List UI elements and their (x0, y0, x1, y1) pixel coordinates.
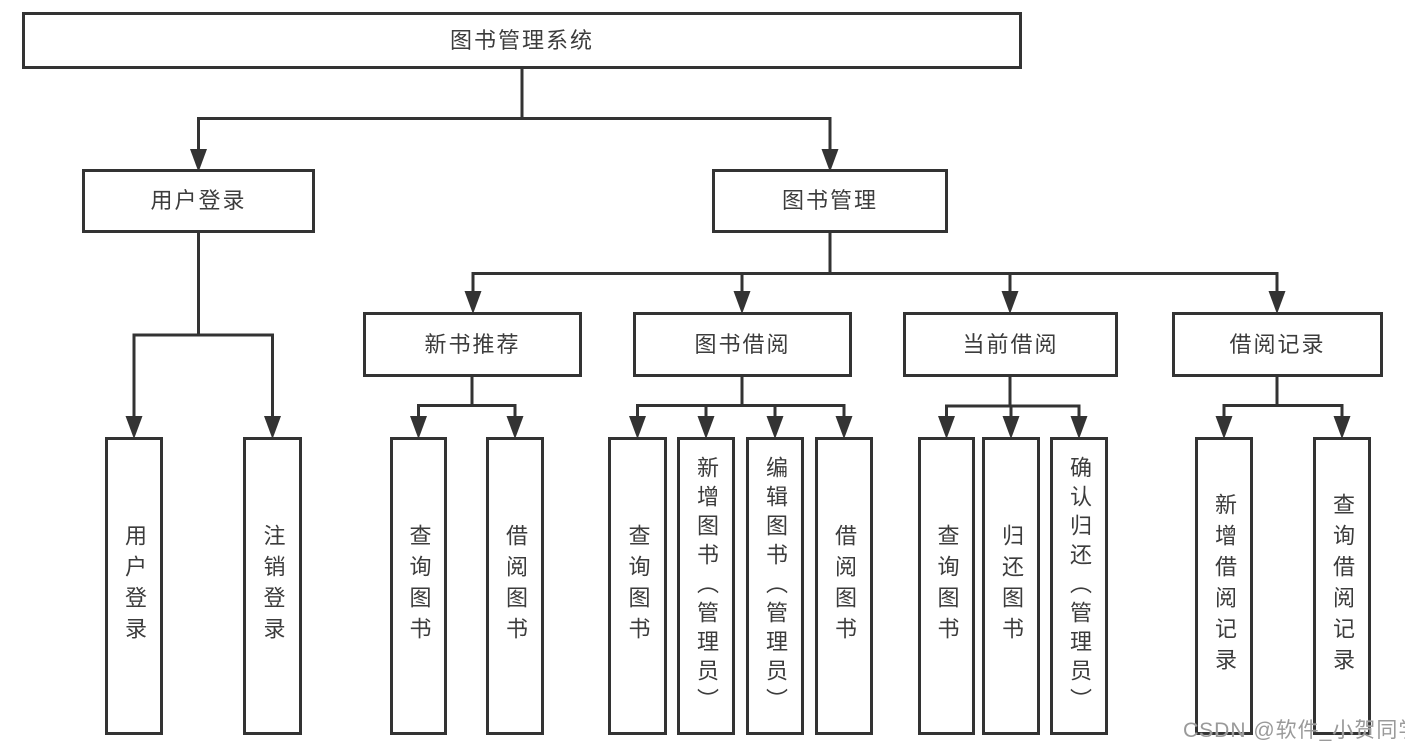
arrow-icon (125, 416, 143, 439)
node-label: 查询图书 (625, 524, 651, 648)
arrow-icon (506, 416, 524, 439)
arrow-icon (766, 416, 784, 439)
node-label: 当前借阅 (962, 331, 1059, 357)
arrow-icon (1070, 416, 1088, 439)
arrow-icon (1001, 291, 1019, 314)
node-label: 新增图书（管理员） (694, 455, 719, 717)
node-label: 新增借阅记录 (1212, 493, 1237, 679)
arrow-icon (1268, 291, 1286, 314)
arrow-icon (697, 416, 715, 439)
node-current-borrow: 当前借阅 (903, 312, 1118, 377)
node-label: 用户登录 (150, 188, 247, 213)
node-label: 查询图书 (934, 524, 960, 648)
arrow-icon (629, 416, 646, 439)
leaf-query-borrow-record: 查询借阅记录 (1313, 437, 1371, 735)
csdn-watermark: CSDN @软件_小贺同学 (1183, 719, 1405, 742)
node-label: 编辑图书（管理员） (763, 455, 788, 717)
leaf-borrow-books-1: 借阅图书 (486, 437, 544, 735)
node-label: 借阅图书 (832, 524, 857, 648)
arrowheads (125, 149, 1351, 439)
node-root-library-system: 图书管理系统 (22, 12, 1022, 69)
leaf-return-books: 归还图书 (982, 437, 1040, 735)
connector-root-to-level2 (197, 67, 832, 153)
arrow-icon (410, 416, 427, 439)
leaf-query-books-3: 查询图书 (918, 437, 975, 735)
node-label: 查询图书 (406, 524, 432, 648)
node-label: 查询借阅记录 (1330, 493, 1355, 679)
node-label: 用户登录 (122, 524, 147, 648)
node-new-book-recommend: 新书推荐 (363, 312, 582, 377)
leaf-query-books-2: 查询图书 (608, 437, 667, 735)
leaf-logout: 注销登录 (243, 437, 302, 735)
node-book-management: 图书管理 (712, 169, 948, 233)
node-label: 确认归还（管理员） (1067, 455, 1092, 717)
node-label: 新书推荐 (424, 331, 521, 357)
arrow-icon (1002, 416, 1020, 439)
leaf-add-books-admin: 新增图书（管理员） (677, 437, 735, 735)
arrow-icon (733, 291, 751, 314)
leaf-borrow-books-2: 借阅图书 (815, 437, 873, 735)
node-label: 借阅记录 (1229, 331, 1326, 357)
arrow-icon (821, 149, 839, 172)
node-label: 图书管理 (781, 188, 878, 213)
connector-new-book-branch (417, 374, 517, 420)
connector-borrow-record-branch (1222, 374, 1344, 420)
connector-user-login-branch (132, 230, 274, 420)
arrow-icon (938, 416, 955, 439)
arrow-icon (264, 416, 281, 439)
arrow-icon (1215, 416, 1233, 439)
arrow-icon (190, 149, 207, 172)
arrow-icon (1333, 416, 1351, 439)
connector-book-borrow-branch (636, 374, 846, 420)
leaf-user-login: 用户登录 (105, 437, 163, 735)
node-label: 注销登录 (260, 524, 286, 648)
node-label: 归还图书 (999, 524, 1024, 648)
node-label: 图书借阅 (694, 331, 791, 357)
arrow-icon (464, 291, 482, 314)
connector-lines (132, 67, 1344, 420)
node-label: 借阅图书 (503, 524, 528, 648)
leaf-confirm-return-admin: 确认归还（管理员） (1050, 437, 1108, 735)
connector-current-borrow-branch (945, 374, 1081, 420)
connector-book-mgmt-to-level3 (471, 230, 1279, 295)
node-book-borrow: 图书借阅 (633, 312, 852, 377)
node-label: 图书管理系统 (449, 27, 594, 53)
node-user-login: 用户登录 (82, 169, 315, 233)
leaf-edit-books-admin: 编辑图书（管理员） (746, 437, 804, 735)
leaf-query-books-1: 查询图书 (390, 437, 447, 735)
leaf-add-borrow-record: 新增借阅记录 (1195, 437, 1253, 735)
node-borrow-record: 借阅记录 (1172, 312, 1383, 377)
arrow-icon (835, 416, 853, 439)
